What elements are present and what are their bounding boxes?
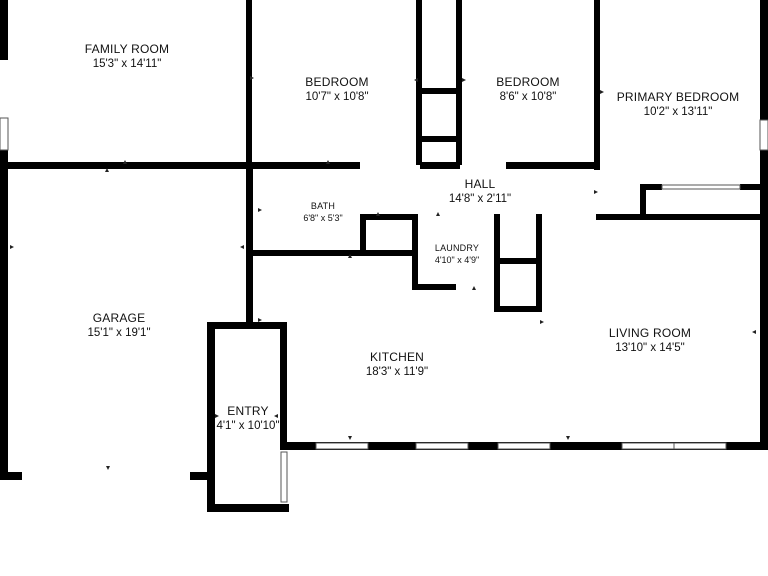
room-dimensions: 6'8" x 5'3" — [303, 213, 343, 224]
room-name: ENTRY — [227, 404, 269, 418]
room-bedroom-1: BEDROOM 10'7" x 10'8" — [305, 74, 368, 106]
room-primary-bedroom: PRIMARY BEDROOM 10'2" x 13'11" — [617, 89, 740, 121]
room-dimensions: 10'2" x 13'11" — [643, 106, 713, 119]
room-bath: BATH 6'8" x 5'3" — [303, 200, 342, 224]
room-name: BATH — [310, 201, 336, 211]
room-bedroom-2: BEDROOM 8'6" x 10'8" — [496, 74, 559, 106]
room-name: LAUNDRY — [434, 243, 480, 253]
room-dimensions: 14'8" x 2'11" — [448, 193, 512, 206]
room-living-room: LIVING ROOM 13'10" x 14'5" — [609, 325, 691, 357]
room-dimensions: 10'7" x 10'8" — [305, 91, 369, 104]
room-dimensions: 13'10" x 14'5" — [615, 342, 685, 355]
room-hall: HALL 14'8" x 2'11" — [449, 176, 511, 208]
room-family-room: FAMILY ROOM 15'3" x 14'11" — [85, 41, 169, 73]
room-name: BEDROOM — [305, 75, 369, 89]
room-name: HALL — [464, 177, 496, 191]
room-dimensions: 18'3" x 11'9" — [365, 366, 429, 379]
walls — [0, 0, 768, 512]
room-name: LIVING ROOM — [608, 326, 692, 340]
room-dimensions: 15'1" x 19'1" — [87, 327, 151, 340]
room-dimensions: 4'1" x 10'10" — [216, 420, 280, 433]
room-dimensions: 15'3" x 14'11" — [92, 58, 162, 71]
room-garage: GARAGE 15'1" x 19'1" — [87, 310, 150, 342]
room-dimensions: 4'10" x 4'9" — [434, 255, 480, 266]
room-name: BEDROOM — [496, 75, 560, 89]
room-laundry: LAUNDRY 4'10" x 4'9" — [435, 242, 479, 266]
door-markers — [10, 76, 756, 470]
room-dimensions: 8'6" x 10'8" — [499, 91, 557, 104]
room-entry: ENTRY 4'1" x 10'10" — [216, 403, 279, 435]
room-name: KITCHEN — [369, 350, 425, 364]
room-name: PRIMARY BEDROOM — [616, 90, 740, 104]
room-name: GARAGE — [92, 311, 146, 325]
windows — [0, 117, 768, 503]
room-kitchen: KITCHEN 18'3" x 11'9" — [366, 349, 428, 381]
room-name: FAMILY ROOM — [84, 42, 170, 56]
